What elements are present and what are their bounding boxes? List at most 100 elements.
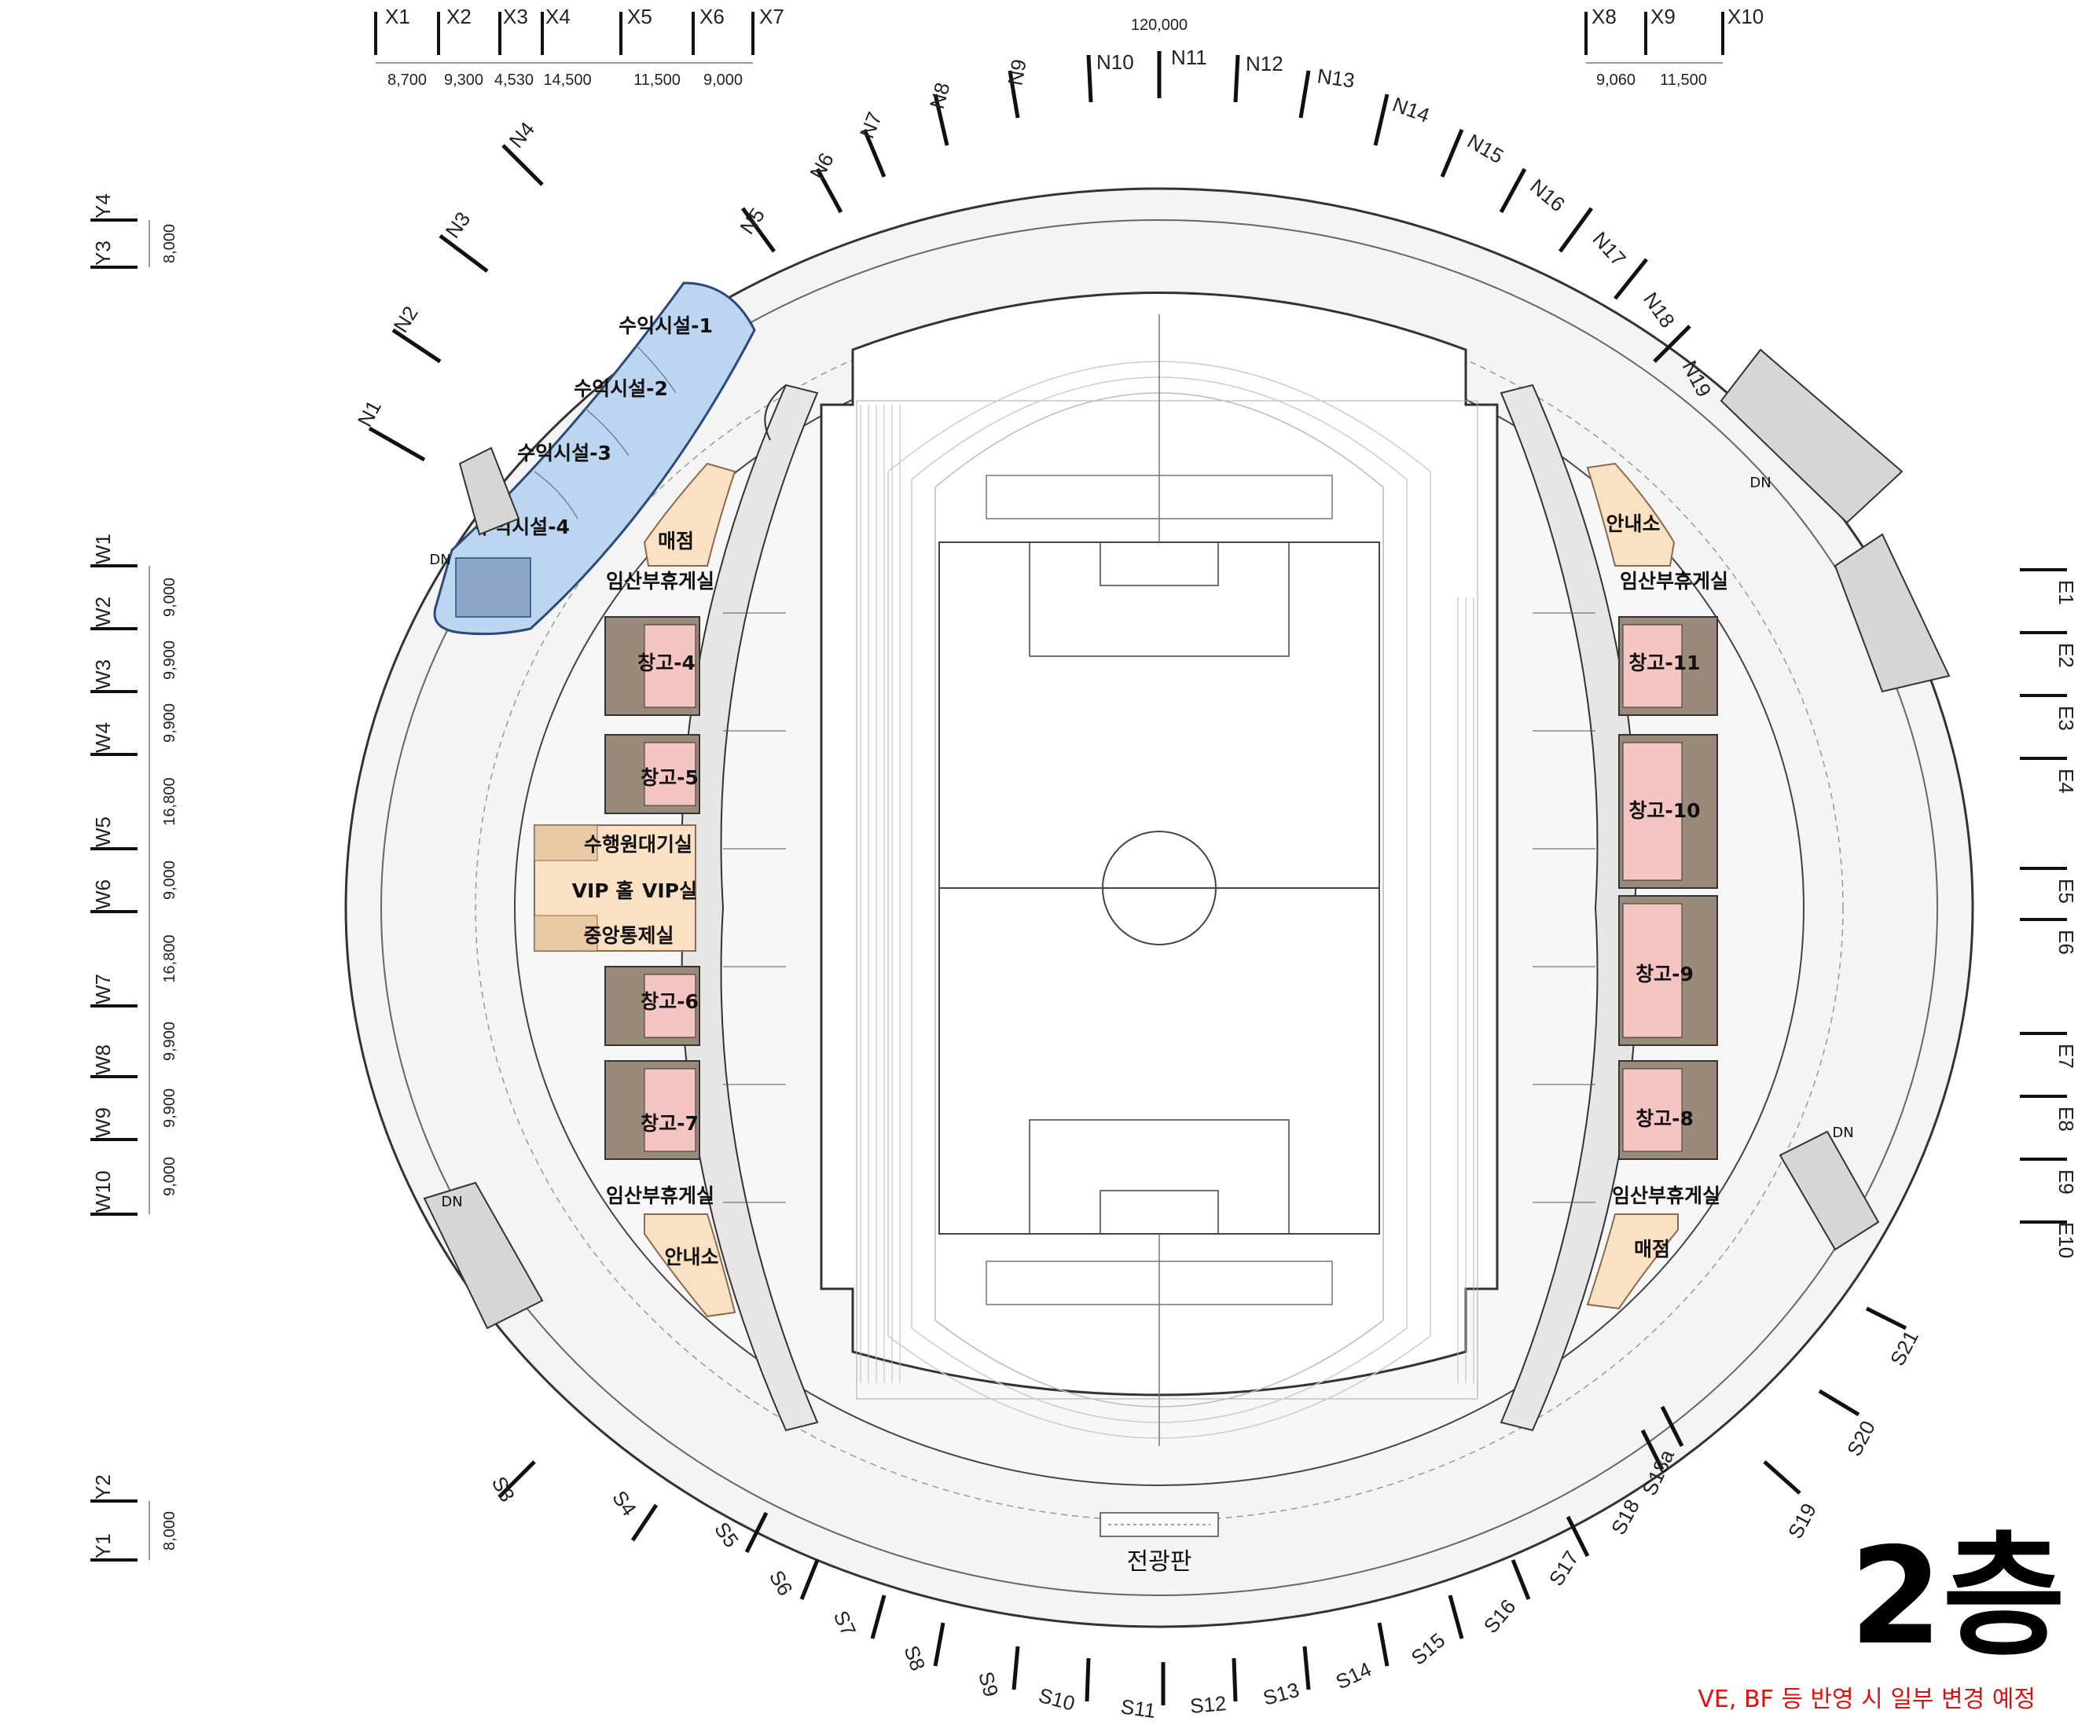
n-label-11: N11 bbox=[1171, 46, 1207, 69]
w-axis: W1 W2 W3 W4 W5 W6 W7 W8 W9 W10 9,000 9,9… bbox=[90, 534, 178, 1216]
x-dim-1: 8,700 bbox=[387, 72, 427, 89]
east-kiosk-label: 매점 bbox=[1634, 1238, 1670, 1261]
storage-11-label: 창고-11 bbox=[1628, 651, 1700, 674]
w-axis-label-5: W5 bbox=[91, 817, 115, 847]
s-label-13: S13 bbox=[1261, 1678, 1301, 1710]
x-dim-2: 9,300 bbox=[444, 72, 483, 89]
storage-9-label: 창고-9 bbox=[1636, 963, 1694, 985]
vip-block: 수행원대기실 VIP 홀 VIP실 중앙통제실 bbox=[534, 824, 697, 952]
x-axis-label-3: X3 bbox=[503, 5, 528, 28]
w-dim-1: 9,000 bbox=[161, 578, 178, 617]
s-label-8: S8 bbox=[899, 1642, 930, 1674]
stair-wings bbox=[423, 348, 1951, 1330]
west-kiosk-label: 매점 bbox=[658, 530, 694, 552]
s-label-12: S12 bbox=[1189, 1691, 1228, 1718]
x-axis-label-2: X2 bbox=[446, 5, 472, 28]
x-dim-7: 9,060 bbox=[1596, 72, 1636, 89]
storage-6-label: 창고-6 bbox=[641, 990, 699, 1013]
n-label-13: N13 bbox=[1316, 64, 1356, 92]
y-axis: Y4 Y3 Y2 Y1 8,000 8,000 bbox=[90, 193, 178, 1562]
e-axis-label-10: E10 bbox=[2054, 1222, 2078, 1258]
dn-label-se: DN bbox=[1832, 1125, 1853, 1141]
vip-room-label: VIP실 bbox=[642, 879, 697, 902]
w-axis-label-3: W3 bbox=[91, 659, 115, 690]
storage-8-label: 창고-8 bbox=[1636, 1107, 1694, 1130]
y-axis-label-2: Y2 bbox=[91, 1474, 115, 1499]
x-axis-label-7: X7 bbox=[759, 5, 784, 28]
x-dim-5: 11,500 bbox=[633, 72, 681, 89]
n-label-1: N1 bbox=[353, 396, 386, 430]
n-label-14: N14 bbox=[1390, 92, 1433, 127]
s-label-20: S20 bbox=[1842, 1417, 1880, 1460]
e-axis-label-1: E1 bbox=[2054, 580, 2078, 605]
e-axis: E1 E2 E3 E4 E5 E6 E7 E8 E9 E10 bbox=[2020, 568, 2078, 1258]
s-label-15: S15 bbox=[1407, 1628, 1450, 1670]
east-kiosk: 매점 bbox=[1586, 1213, 1679, 1310]
dn-label-ne: DN bbox=[1749, 475, 1771, 491]
x-axis-label-10: X10 bbox=[1727, 5, 1764, 28]
e-axis-label-3: E3 bbox=[2054, 706, 2078, 731]
w-dim-3: 9,900 bbox=[161, 703, 178, 743]
w-axis-label-6: W6 bbox=[91, 879, 115, 910]
scoreboard: 전광판 bbox=[1100, 1512, 1219, 1576]
x-axis-label-8: X8 bbox=[1592, 5, 1617, 28]
y-axis-label-1: Y1 bbox=[91, 1533, 115, 1558]
x-axis: X1 X2 X3 X4 X5 X6 X7 X8 X9 X10 8,700 9,3… bbox=[374, 5, 1764, 89]
n-label-7: N7 bbox=[855, 108, 887, 141]
storage-5: 창고-5 bbox=[604, 734, 700, 814]
n-label-10: N10 bbox=[1096, 50, 1134, 74]
e-axis-label-5: E5 bbox=[2054, 879, 2078, 904]
storage-8: 창고-8 bbox=[1618, 1060, 1718, 1160]
s-label-19: S19 bbox=[1783, 1499, 1821, 1543]
x-dim-6: 9,000 bbox=[703, 72, 743, 89]
west-lounge-bottom-label: 임산부휴게실 bbox=[606, 1184, 714, 1207]
w-axis-label-10: W10 bbox=[91, 1171, 115, 1213]
x-axis-label-1: X1 bbox=[385, 5, 410, 28]
waiting-room-label: 수행원대기실 bbox=[584, 833, 692, 856]
storage-5-label: 창고-5 bbox=[641, 766, 699, 789]
n-label-18: N18 bbox=[1639, 288, 1680, 332]
west-kiosk: 매점 bbox=[643, 462, 736, 567]
y-dim-top: 8,000 bbox=[161, 224, 178, 263]
w-axis-label-2: W2 bbox=[91, 596, 115, 627]
s-label-9: S9 bbox=[974, 1669, 1003, 1699]
e-axis-label-4: E4 bbox=[2054, 769, 2078, 794]
w-dim-4: 16,800 bbox=[161, 777, 178, 825]
w-dim-2: 9,900 bbox=[161, 640, 178, 680]
s-label-17: S17 bbox=[1544, 1547, 1584, 1590]
n-label-17: N17 bbox=[1588, 227, 1631, 271]
storage-4: 창고-4 bbox=[604, 616, 700, 716]
w-dim-8: 9,900 bbox=[161, 1088, 178, 1128]
storage-7: 창고-7 bbox=[604, 1060, 700, 1160]
x-dim-8: 11,500 bbox=[1660, 72, 1707, 89]
commercial-1-label: 수익시설-1 bbox=[619, 314, 713, 337]
storage-9: 창고-9 bbox=[1618, 895, 1718, 1046]
football-pitch bbox=[938, 314, 1380, 1446]
storage-10: 창고-10 bbox=[1618, 734, 1718, 889]
n-label-12: N12 bbox=[1246, 52, 1283, 75]
w-dim-6: 16,800 bbox=[161, 934, 178, 982]
overall-dimension: 120,000 bbox=[1131, 17, 1188, 34]
s-label-16: S16 bbox=[1479, 1595, 1521, 1638]
west-lounge-top-label: 임산부휴게실 bbox=[606, 570, 714, 593]
n-label-16: N16 bbox=[1525, 174, 1569, 217]
x-axis-label-6: X6 bbox=[699, 5, 725, 28]
n-label-8: N8 bbox=[925, 80, 955, 112]
floor-label: 2층 bbox=[1849, 1519, 2065, 1675]
n-label-4: N4 bbox=[505, 117, 539, 152]
w-axis-label-1: W1 bbox=[91, 534, 115, 564]
x-axis-label-4: X4 bbox=[545, 5, 571, 28]
storage-10-label: 창고-10 bbox=[1628, 799, 1700, 822]
w-dim-9: 9,000 bbox=[161, 1157, 178, 1196]
w-dim-7: 9,900 bbox=[161, 1022, 178, 1061]
scoreboard-label: 전광판 bbox=[1127, 1548, 1192, 1576]
storage-6: 창고-6 bbox=[604, 966, 700, 1046]
dn-label-sw: DN bbox=[441, 1194, 462, 1210]
s-label-7: S7 bbox=[829, 1607, 861, 1640]
s-label-14: S14 bbox=[1332, 1657, 1375, 1694]
x-axis-label-5: X5 bbox=[627, 5, 652, 28]
east-lounge-top-label: 임산부휴게실 bbox=[1620, 570, 1728, 593]
east-info: 안내소 bbox=[1586, 462, 1676, 567]
change-note: VE, BF 등 반영 시 일부 변경 예정 bbox=[1698, 1686, 2036, 1713]
